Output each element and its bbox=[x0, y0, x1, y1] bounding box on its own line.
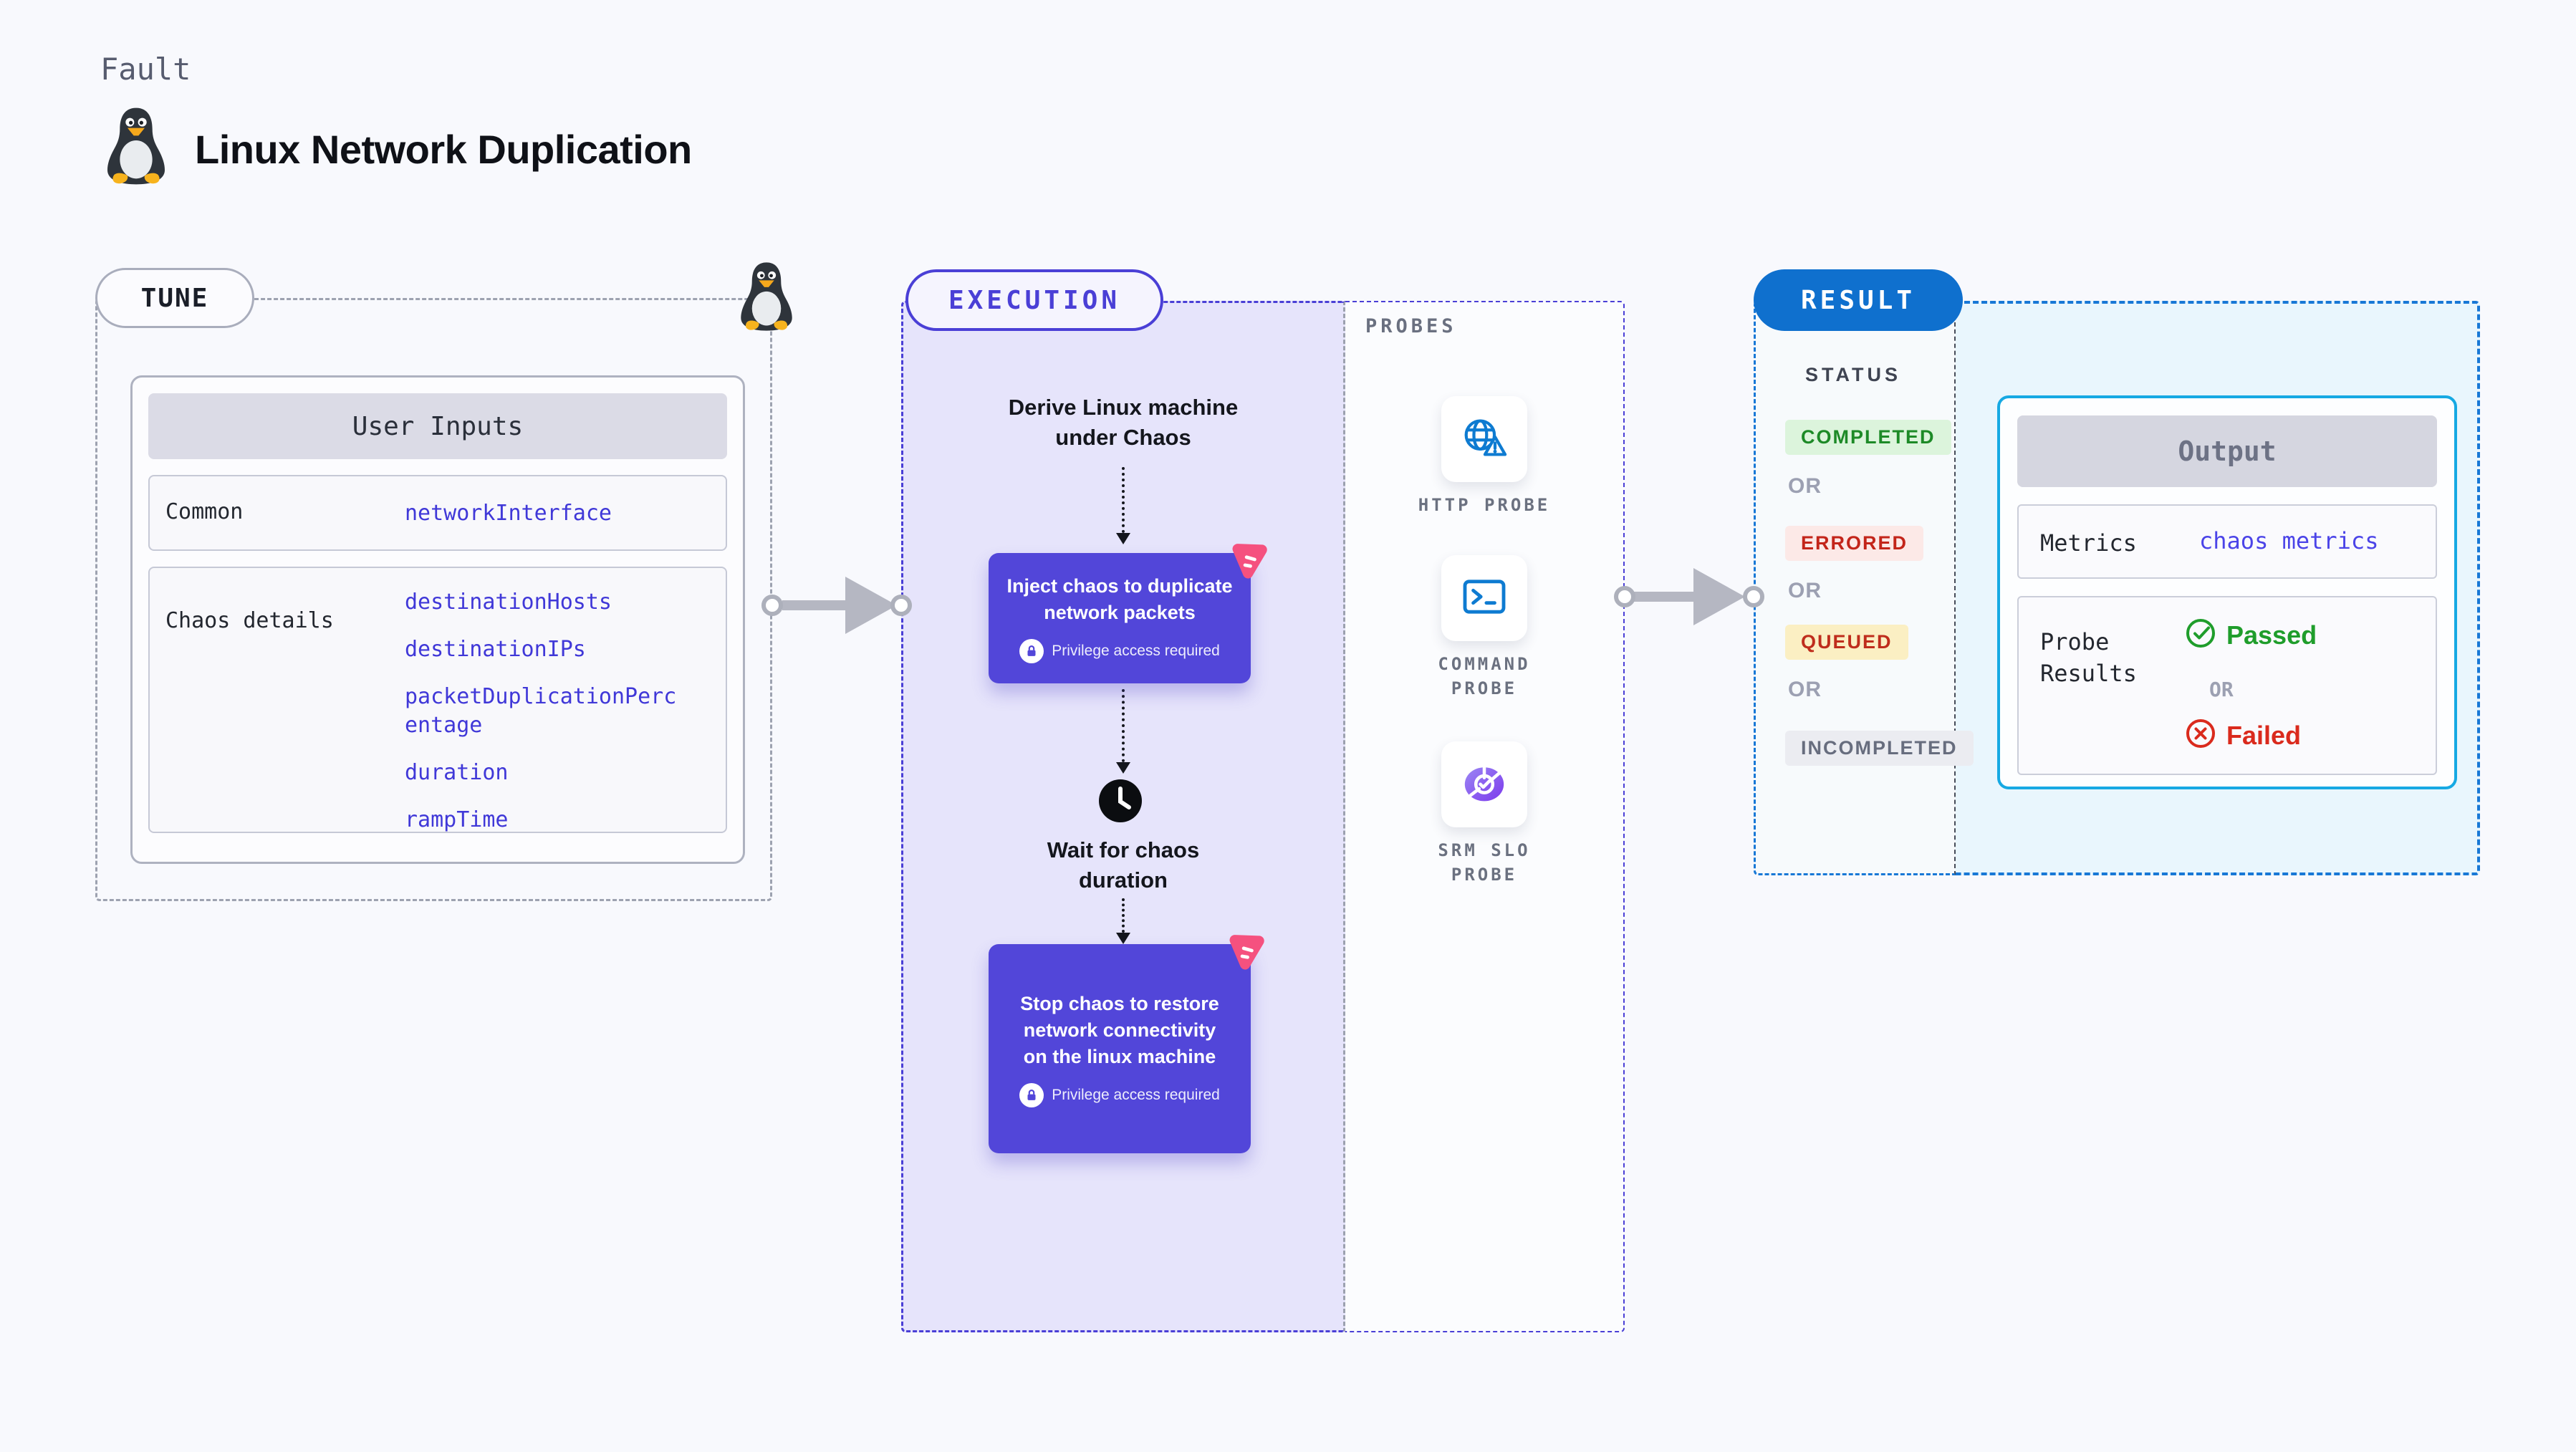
connector-dot bbox=[890, 595, 912, 616]
connector-dot bbox=[1614, 586, 1635, 607]
privilege-note-row: Privilege access required bbox=[1019, 639, 1220, 663]
status-badge-incompleted: INCOMPLETED bbox=[1785, 731, 1974, 766]
execution-badge: EXECUTION bbox=[905, 269, 1163, 331]
flow-arrowhead bbox=[1116, 762, 1130, 774]
result-status-section bbox=[1754, 301, 1956, 875]
common-row-label: Common bbox=[165, 499, 244, 524]
chaos-symbol-icon bbox=[1224, 534, 1274, 585]
flow-connector bbox=[1122, 689, 1125, 762]
privilege-note-row: Privilege access required bbox=[1019, 1082, 1220, 1107]
execution-to-result-arrowhead bbox=[1693, 568, 1745, 625]
failed-result: Failed bbox=[2185, 718, 2301, 753]
status-badge-queued: QUEUED bbox=[1785, 625, 1908, 660]
inject-chaos-step: Inject chaos to duplicate network packet… bbox=[989, 553, 1251, 683]
or-label: OR bbox=[1788, 678, 1822, 701]
or-label: OR bbox=[1788, 474, 1822, 498]
pie-check-icon bbox=[1461, 762, 1508, 807]
chaos-value-link[interactable]: packetDuplicationPercentage bbox=[405, 684, 677, 738]
stop-chaos-step: Stop chaos to restore network connectivi… bbox=[989, 944, 1251, 1153]
tune-to-execution-arrow bbox=[782, 600, 848, 610]
flow-connector bbox=[1122, 898, 1125, 933]
chaos-value-link[interactable]: destinationHosts bbox=[405, 590, 612, 615]
output-row-metrics: Metrics chaos metrics bbox=[2017, 504, 2437, 579]
privilege-note-text: Privilege access required bbox=[1052, 643, 1220, 659]
flow-connector bbox=[1122, 467, 1125, 533]
chaos-details-values: destinationHosts destinationIPs packetDu… bbox=[405, 588, 681, 835]
connector-dot bbox=[761, 595, 783, 616]
probes-heading: PROBES bbox=[1365, 315, 1457, 337]
chaos-details-row-label: Chaos details bbox=[165, 608, 334, 633]
stop-chaos-label: Stop chaos to restore network connectivi… bbox=[1020, 992, 1219, 1067]
table-row-chaos-details: Chaos details destinationHosts destinati… bbox=[148, 567, 727, 833]
table-row-common: Common networkInterface bbox=[148, 475, 727, 551]
user-inputs-header: User Inputs bbox=[148, 393, 727, 459]
flow-arrowhead bbox=[1116, 933, 1130, 944]
http-probe-card bbox=[1441, 396, 1527, 482]
metrics-value-link[interactable]: chaos metrics bbox=[2199, 527, 2379, 554]
check-circle-icon bbox=[2185, 617, 2216, 653]
tune-to-execution-arrowhead bbox=[845, 577, 897, 634]
command-probe-label: COMMAND PROBE bbox=[1438, 654, 1531, 698]
privilege-note-text: Privilege access required bbox=[1052, 1086, 1220, 1103]
linux-tux-corner-icon bbox=[736, 261, 797, 332]
fault-kind-label: Fault bbox=[100, 52, 191, 87]
flow-arrowhead bbox=[1116, 533, 1130, 544]
inject-chaos-label: Inject chaos to duplicate network packet… bbox=[1006, 575, 1233, 623]
probe-results-label: Probe Results bbox=[2040, 628, 2137, 687]
chaos-symbol-icon bbox=[1221, 925, 1271, 976]
status-heading: STATUS bbox=[1805, 364, 1901, 385]
page-title: Linux Network Duplication bbox=[195, 127, 692, 172]
srm-slo-probe-label: SRM SLO PROBE bbox=[1438, 840, 1531, 885]
status-badge-completed: COMPLETED bbox=[1785, 420, 1951, 455]
chaos-value-link[interactable]: duration bbox=[405, 760, 509, 785]
tune-badge: TUNE bbox=[95, 268, 254, 328]
x-circle-icon bbox=[2185, 718, 2216, 753]
lock-icon bbox=[1019, 639, 1044, 663]
metrics-label: Metrics bbox=[2040, 529, 2137, 557]
srm-slo-probe-card bbox=[1441, 741, 1527, 827]
failed-label: Failed bbox=[2226, 720, 2302, 750]
globe-warning-icon bbox=[1460, 416, 1509, 463]
command-probe-card bbox=[1441, 555, 1527, 641]
execution-to-result-arrow bbox=[1633, 592, 1696, 602]
terminal-icon bbox=[1462, 577, 1506, 620]
output-row-probe-results: Probe Results Passed OR F bbox=[2017, 596, 2437, 775]
derive-step-label: Derive Linux machine under Chaos bbox=[1008, 395, 1239, 450]
passed-label: Passed bbox=[2226, 620, 2317, 650]
output-table: Output Metrics chaos metrics Probe Resul… bbox=[1997, 395, 2457, 789]
result-badge: RESULT bbox=[1754, 269, 1963, 331]
common-row-value-link[interactable]: networkInterface bbox=[405, 501, 612, 526]
wait-clock-icon bbox=[1097, 778, 1143, 824]
linux-tux-icon bbox=[102, 106, 170, 186]
status-badge-errored: ERRORED bbox=[1785, 526, 1924, 561]
lock-icon bbox=[1019, 1082, 1044, 1107]
or-label: OR bbox=[1788, 579, 1822, 602]
or-label: OR bbox=[2209, 678, 2234, 701]
chaos-value-link[interactable]: rampTime bbox=[405, 807, 509, 832]
connector-dot bbox=[1743, 586, 1764, 607]
chaos-value-link[interactable]: destinationIPs bbox=[405, 637, 586, 662]
wait-step-label: Wait for chaos duration bbox=[1047, 837, 1200, 893]
output-header: Output bbox=[2017, 415, 2437, 487]
passed-result: Passed bbox=[2185, 617, 2317, 653]
user-inputs-table: User Inputs Common networkInterface Chao… bbox=[130, 375, 745, 864]
http-probe-label: HTTP PROBE bbox=[1418, 495, 1551, 515]
